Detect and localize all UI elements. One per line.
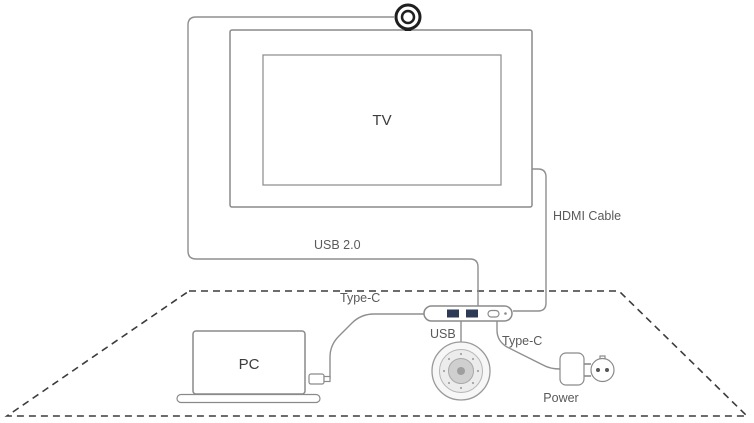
usb-plug-tip [323,375,331,383]
hub-icon [423,305,513,322]
tv-screen [262,54,502,186]
usb-2-0-label: USB 2.0 [314,238,361,252]
laptop-base [176,393,321,404]
tv-label: TV [372,112,391,129]
speakerphone-center [457,367,465,375]
power-adapter-icon [559,352,591,386]
hub-usb-port-1 [447,309,459,318]
usb-label: USB [430,327,456,341]
pc-label: PC [239,356,260,373]
usb-plug-body [308,373,325,385]
hdmi-cable-label: HDMI Cable [553,209,621,223]
hub-led-dot [504,312,507,315]
hub-usb-port-2 [466,309,478,318]
speakerphone-holes [442,352,480,390]
usb-2-0-cable [187,16,479,306]
speakerphone-icon [431,341,491,401]
usb-plug-icon [308,373,331,385]
power-outlet-hole-left [596,368,600,372]
type-c-label-right: Type-C [502,334,542,348]
camera-icon [394,3,422,31]
power-outlet-icon [590,355,615,383]
power-outlet-circle [590,357,615,383]
type-c-cable-left [329,313,424,379]
type-c-cable-right [496,321,561,370]
camera-lens [400,9,416,25]
laptop-icon: PC [176,330,321,404]
power-label: Power [543,391,578,405]
hub-type-c-port [487,309,500,318]
power-adapter-body [559,352,585,386]
tv-icon: TV [229,29,533,208]
power-outlet-hole-right [605,368,609,372]
type-c-label-left: Type-C [340,291,380,305]
table-outline [4,290,749,417]
hdmi-cable [513,168,547,312]
